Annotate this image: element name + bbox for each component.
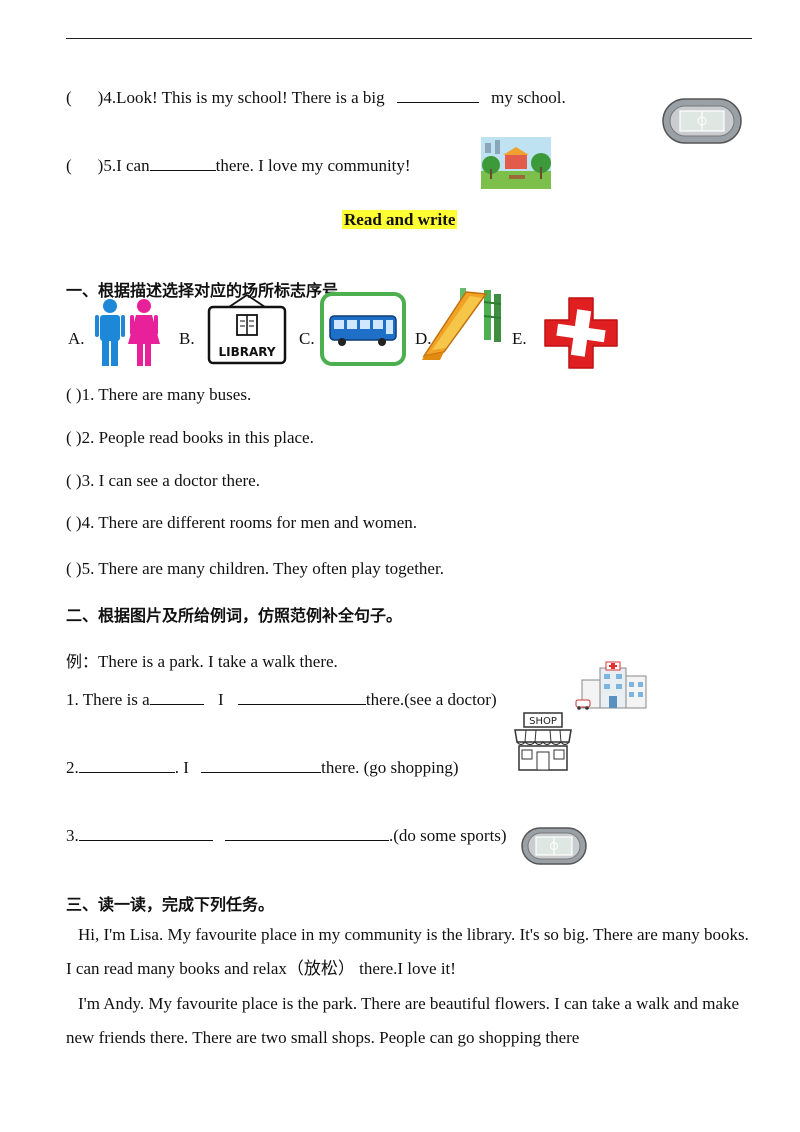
- option-d-label: D.: [415, 329, 432, 348]
- answer-blank[interactable]: [149, 156, 216, 171]
- question-4: ( )4.Look! This is my school! There is a …: [66, 88, 566, 108]
- question-tail: my school.: [491, 88, 566, 107]
- hospital-building-icon: [575, 661, 647, 710]
- sec2-question-1: 1. There is a I there.(see a doctor): [66, 690, 497, 709]
- answer-blank[interactable]: [225, 826, 389, 841]
- example-sentence: 例：There is a park. I take a walk there.: [66, 652, 338, 671]
- hospital-icon: [544, 297, 618, 369]
- sec1-item-3: ( )3. I can see a doctor there.: [66, 471, 260, 490]
- library-icon: LIBRARY: [207, 294, 287, 365]
- shop-sign-text: SHOP: [529, 716, 557, 727]
- question-text: )5.I can: [97, 156, 150, 175]
- question-text: )4.Look! This is my school! There is a b…: [97, 88, 385, 107]
- library-sign-text: LIBRARY: [218, 345, 275, 359]
- stadium-icon: [662, 98, 742, 144]
- sec2-question-3: 3. .(do some sports): [66, 826, 507, 845]
- answer-blank[interactable]: [78, 826, 213, 841]
- answer-paren: (: [66, 88, 72, 107]
- sec1-item-2: ( )2. People read books in this place.: [66, 428, 314, 447]
- option-e-label: E.: [512, 329, 527, 348]
- sec1-item-1: ( )1. There are many buses.: [66, 385, 252, 404]
- toilet-icon: [95, 299, 160, 366]
- section-3-heading: 三、读一读，完成下列任务。: [66, 895, 275, 914]
- reading-paragraph-andy: I'm Andy. My favourite place is the park…: [66, 994, 740, 1047]
- slide-icon: [422, 288, 502, 360]
- section-2-heading: 二、根据图片及所给例词，仿照范例补全句子。: [66, 606, 403, 625]
- section-title: Read and write: [342, 210, 458, 229]
- option-b-label: B.: [179, 329, 195, 348]
- section-1-heading: 一、根据描述选择对应的场所标志序号。: [66, 281, 355, 300]
- answer-blank[interactable]: [237, 690, 366, 705]
- top-rule: [66, 38, 752, 39]
- shop-icon: SHOP: [514, 712, 572, 771]
- reading-paragraph-lisa: Hi, I'm Lisa. My favourite place in my c…: [66, 925, 749, 978]
- park-picture: [481, 137, 551, 189]
- answer-blank[interactable]: [201, 758, 322, 773]
- question-tail: there. I love my community!: [215, 156, 411, 175]
- answer-paren: (: [66, 156, 72, 175]
- sec2-question-2: 2.. I there. (go shopping): [66, 758, 459, 777]
- answer-blank[interactable]: [78, 758, 175, 773]
- option-c-label: C.: [299, 329, 315, 348]
- answer-blank[interactable]: [396, 88, 479, 103]
- sec1-item-5: ( )5. There are many children. They ofte…: [66, 559, 444, 578]
- sec1-item-4: ( )4. There are different rooms for men …: [66, 513, 418, 532]
- answer-blank[interactable]: [149, 690, 204, 705]
- stadium-icon: [521, 827, 587, 865]
- option-a-label: A.: [68, 329, 85, 348]
- question-5: ( )5.I can there. I love my community!: [66, 156, 411, 176]
- bus-station-icon: [320, 292, 406, 366]
